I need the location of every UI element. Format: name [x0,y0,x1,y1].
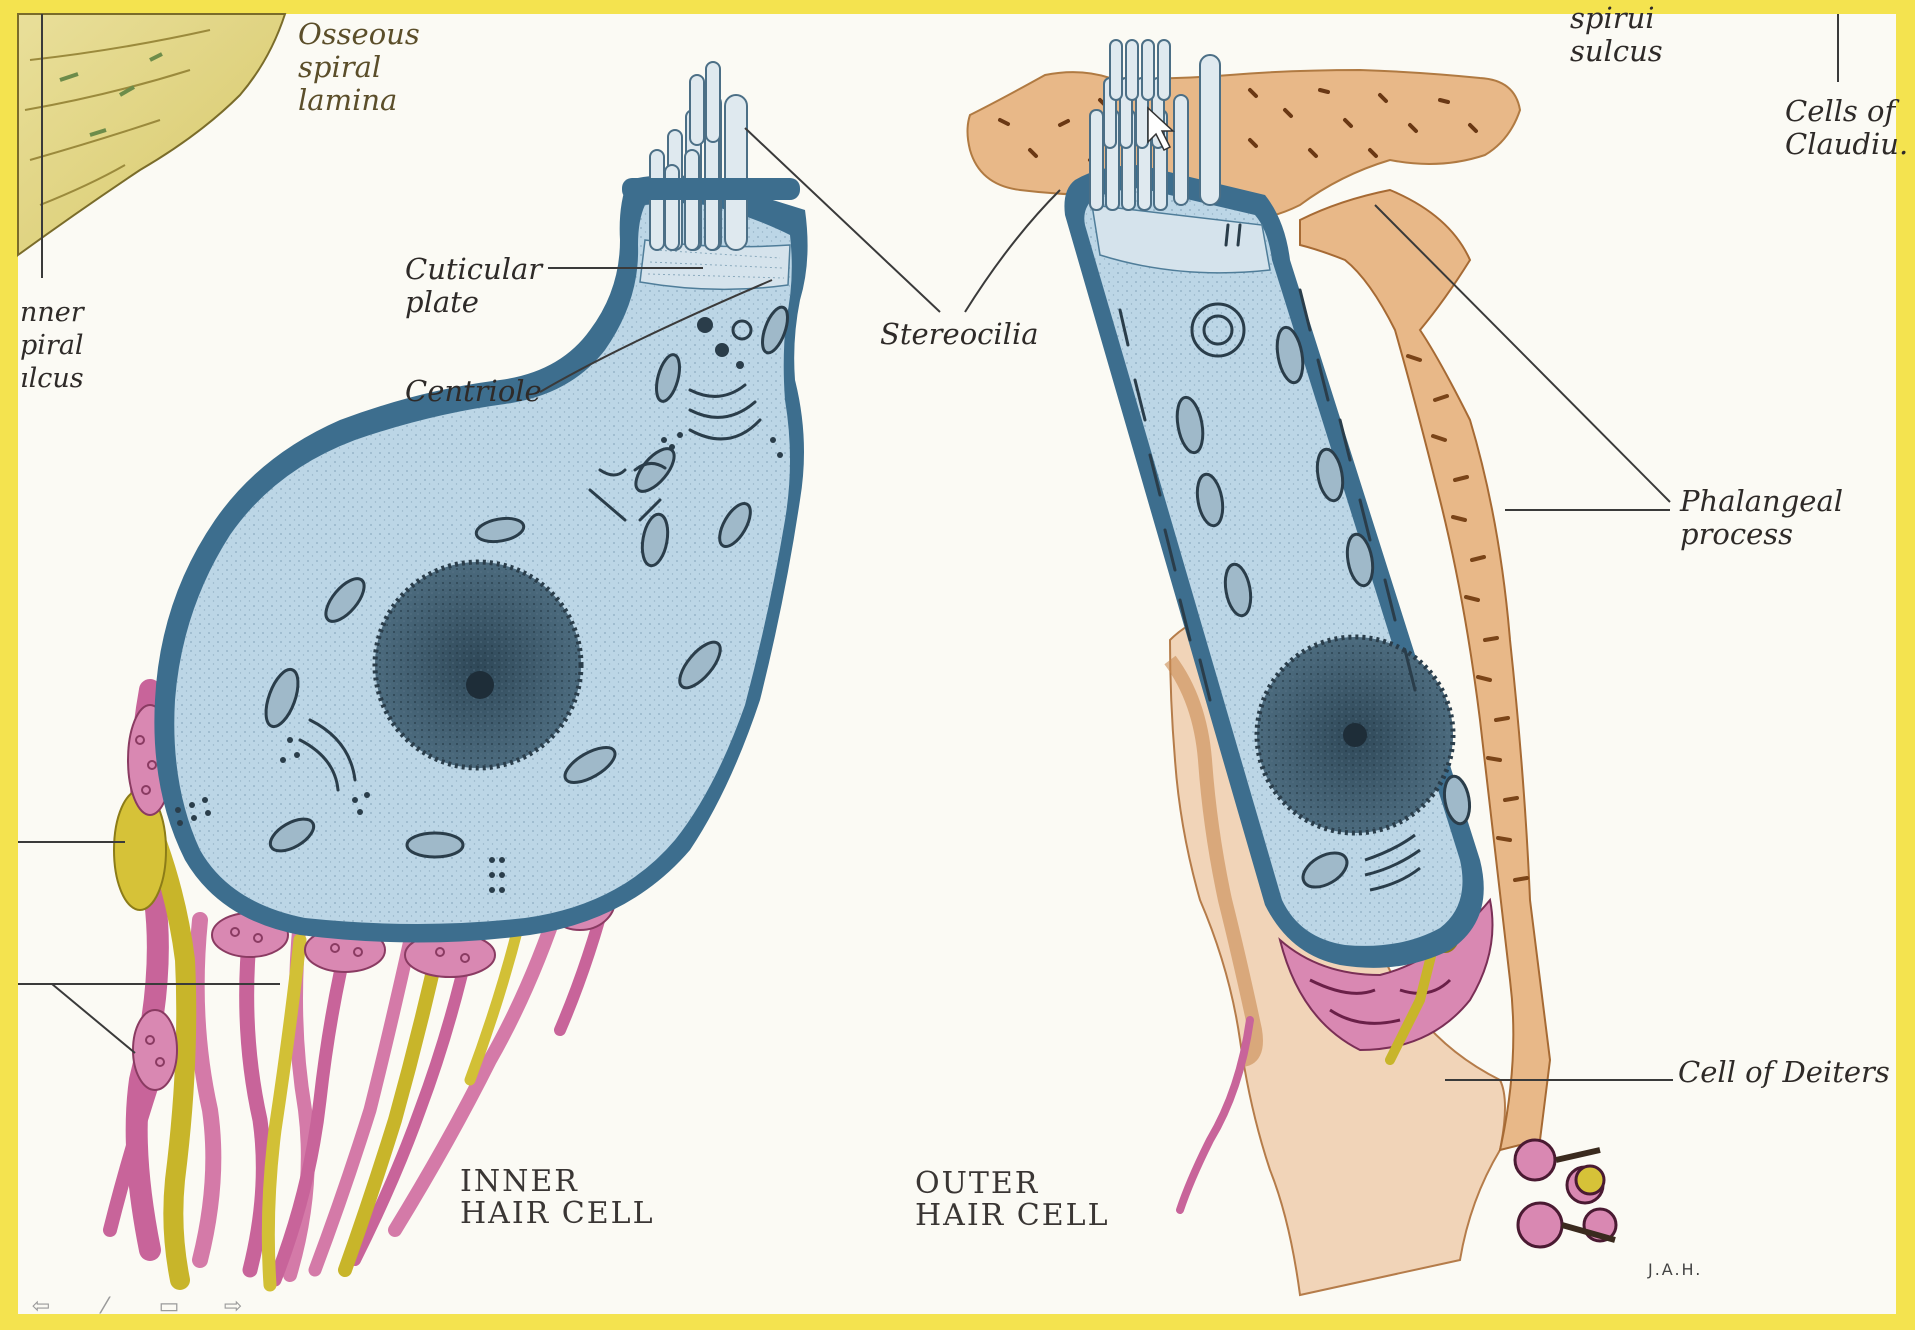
title-outer-hair-cell: OUTER HAIR CELL [915,1168,1110,1232]
label-spiral-sulcus: spirui sulcus [1570,2,1663,68]
label-cuticular-plate: Cuticular plate [405,253,542,319]
title-inner-hair-cell: INNER HAIR CELL [460,1166,655,1230]
inner-nucleolus [466,671,494,699]
label-stereocilia: Stereocilia [880,318,1039,351]
next-slide-icon[interactable]: ⇨ [220,1296,246,1318]
previous-slide-icon[interactable]: ⇦ [28,1296,54,1318]
label-cells-of-claudius: Cells of Claudiu. [1785,95,1908,161]
label-cell-of-deiters: Cell of Deiters [1678,1056,1890,1089]
outer-nucleolus [1343,723,1367,747]
label-phalangeal-process: Phalangeal process [1680,485,1843,551]
label-inner-spiral-sulcus: nner piral ılcus [20,296,84,395]
pen-tool-icon[interactable]: ⁄ [92,1296,118,1318]
label-osseous-spiral-lamina: Osseous spiral lamina [298,18,420,117]
artist-signature: J.A.H. [1648,1260,1702,1279]
inner-stereocilia-top-band [622,178,800,200]
label-centriole: Centriole [405,375,542,408]
slide-menu-icon[interactable]: ▭ [156,1296,182,1318]
